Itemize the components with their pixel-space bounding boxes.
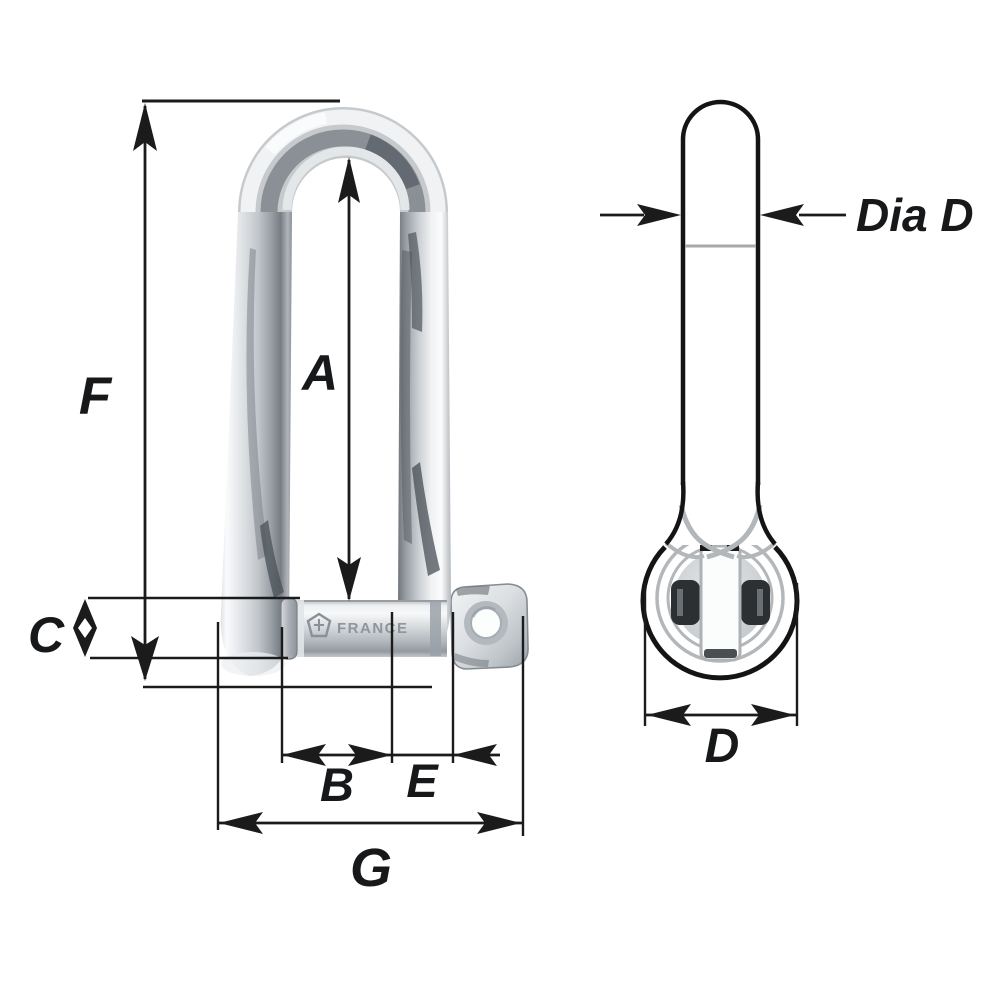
bar-outline (680, 99, 761, 485)
pin-marking-text: FRANCE (337, 620, 409, 637)
dim-C-label: C (28, 607, 65, 663)
dim-D: D (643, 583, 799, 773)
right-leg-inner-shadow (400, 250, 412, 544)
wichard-logo-mark (314, 619, 324, 631)
dim-diaD-arrow-left (637, 204, 681, 226)
pin-bar-right-glint (757, 589, 763, 616)
dim-D-arrow-right (751, 704, 795, 726)
dim-D-label: D (705, 720, 740, 773)
side-bar (664, 99, 777, 560)
dim-F-label: F (79, 367, 113, 426)
pin-bar-left (671, 580, 700, 625)
dim-G: G (216, 616, 525, 898)
pin-head-shadow-top (456, 585, 490, 596)
pin-bar-right (741, 580, 770, 625)
front-view: FRANCE F A C (28, 99, 529, 898)
left-leg-dark-slash (260, 520, 284, 598)
dim-D-arrow-left (647, 704, 691, 726)
bow-dark-accent (364, 134, 420, 190)
shackle-pin: FRANCE (280, 597, 447, 660)
dim-C: C (28, 596, 300, 663)
dim-B-label: B (320, 758, 354, 811)
dim-G-arrow-left (219, 812, 263, 834)
bar-flare-right (755, 481, 777, 546)
dim-A-label: A (300, 345, 338, 401)
dim-B-arrow-left (282, 744, 326, 766)
side-view: Dia D D (600, 99, 974, 773)
dim-B-E: B E (280, 612, 500, 811)
pin-collar-left (296, 600, 304, 657)
dim-C-arrow-gap (78, 618, 92, 638)
bow-glint (265, 112, 328, 155)
right-leg-slash-top (408, 232, 423, 332)
wichard-shield-logo-icon (306, 612, 332, 638)
pin-collar-right (430, 601, 441, 656)
dim-F-arrow-up (133, 103, 157, 151)
shackle-right-leg (398, 212, 451, 657)
dim-A-arrow-up (338, 157, 360, 203)
bar-flare-left (664, 481, 686, 546)
dim-diaD-label: Dia D (856, 189, 974, 241)
eye-ear-right-lower (736, 541, 777, 560)
dim-E-label: E (406, 754, 439, 807)
dim-B-arrow-right (348, 744, 392, 766)
dim-G-arrow-right (477, 812, 521, 834)
right-leg-slash-bottom (412, 462, 440, 576)
pin-end-cap (280, 597, 298, 660)
side-eye (640, 521, 800, 681)
dim-diaD: Dia D (600, 189, 974, 241)
bar-fill (665, 102, 776, 545)
left-leg-lobe-highlight (221, 652, 285, 676)
pin-marking: FRANCE (306, 612, 409, 638)
pin-head (450, 583, 529, 670)
pin-hole-shadow (471, 606, 496, 618)
left-leg-streak (246, 248, 268, 560)
dim-G-label: G (350, 838, 392, 898)
pin-slot (699, 544, 742, 662)
dim-A: A (300, 157, 361, 601)
bow-outer-highlight (240, 109, 446, 213)
pin-head-shadow-bottom (454, 653, 489, 667)
pin-bar-left-glint (677, 589, 683, 616)
shackle-body (220, 107, 451, 676)
bow-inner-highlight (282, 146, 410, 211)
dim-A-arrow-down (337, 557, 361, 601)
eye-ear-left-lower (664, 541, 705, 560)
dim-E-arrow (453, 744, 497, 766)
slot-bottom-bar (704, 649, 737, 658)
dim-diaD-arrow-right (760, 204, 804, 226)
